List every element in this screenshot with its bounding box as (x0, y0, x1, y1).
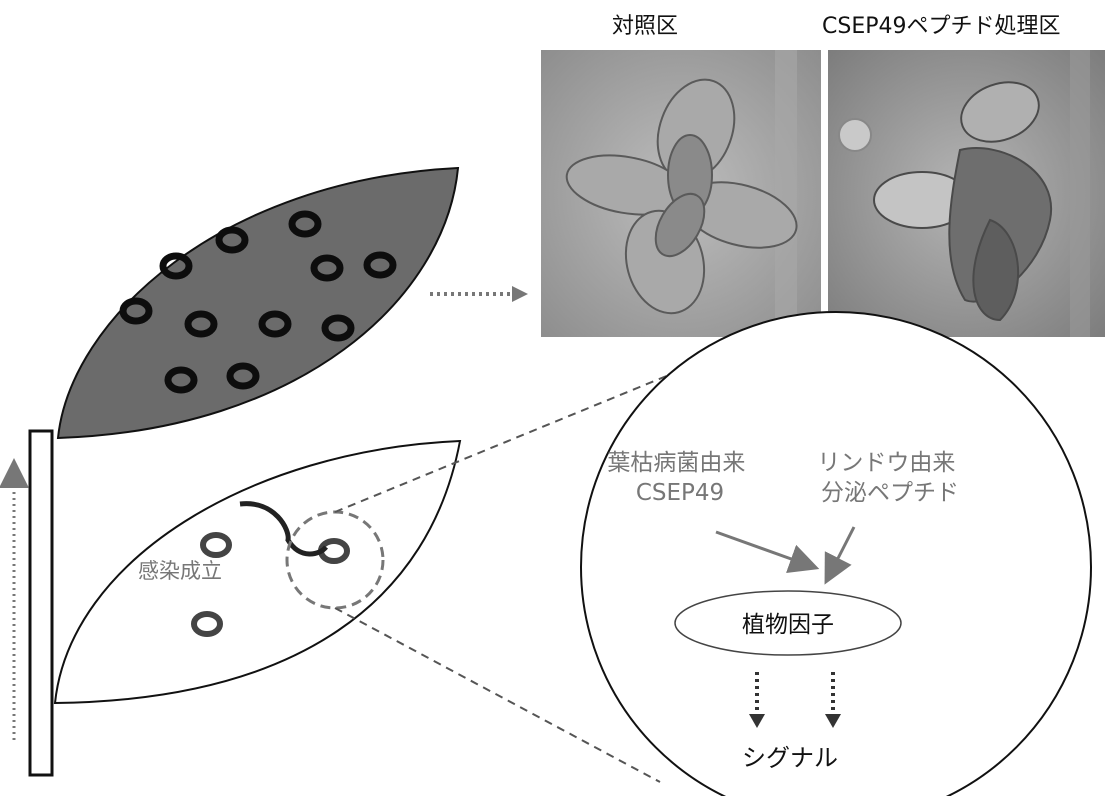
photo-pointer-arrowhead (512, 286, 528, 302)
plant-factor-label: 植物因子 (742, 612, 834, 638)
treated-photo (828, 50, 1105, 337)
zoom-circle (581, 312, 1091, 796)
lower-leaf (55, 441, 460, 703)
control-photo (541, 50, 821, 337)
signal-label: シグナル (742, 744, 838, 772)
control-photo-title: 対照区 (612, 8, 678, 40)
infected-leaf (58, 168, 458, 438)
treated-photo-title: CSEP49ペプチド処理区 (822, 8, 1061, 40)
infection-label: 感染成立 (138, 559, 222, 583)
plant-stem (30, 431, 52, 775)
